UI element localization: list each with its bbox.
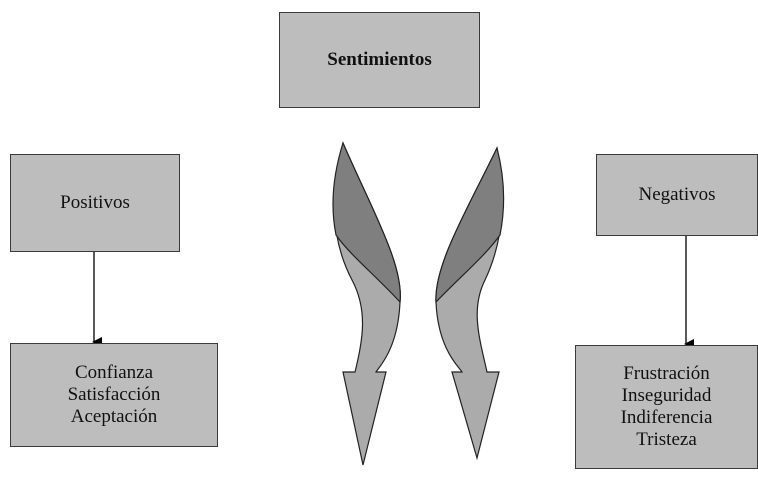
- curved-arrow-right: [435, 146, 505, 461]
- root-node-box: Sentimientos: [279, 12, 480, 108]
- negative-item: Inseguridad: [621, 385, 712, 406]
- positive-node-box: Positivos: [10, 154, 180, 252]
- positive-item: Satisfacción: [67, 384, 161, 405]
- positive-item: Aceptación: [70, 406, 158, 427]
- positive-items-box: Confianza Satisfacción Aceptación: [10, 343, 218, 447]
- positive-item: Confianza: [74, 362, 154, 383]
- negative-item: Frustración: [623, 363, 710, 384]
- negative-items-box: Frustración Inseguridad Indiferencia Tri…: [575, 345, 758, 469]
- negative-item: Indiferencia: [620, 407, 713, 428]
- negative-node-label: Negativos: [638, 184, 716, 205]
- root-node-label: Sentimientos: [327, 49, 432, 70]
- curved-arrow-left: [332, 141, 401, 466]
- positive-node-label: Positivos: [60, 192, 130, 213]
- negative-item: Tristeza: [636, 429, 697, 450]
- negative-node-box: Negativos: [596, 154, 758, 236]
